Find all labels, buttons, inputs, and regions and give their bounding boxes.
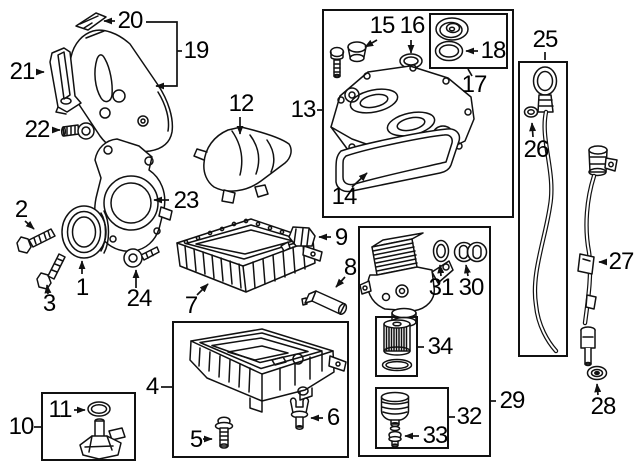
callout-11[interactable]: 11	[48, 396, 73, 423]
part-9-drawing	[280, 226, 316, 252]
callout-2[interactable]: 2	[14, 196, 28, 223]
part-1-drawing	[61, 205, 110, 259]
part-30-grommet-drawing	[453, 241, 488, 263]
callout-5[interactable]: 5	[189, 426, 203, 453]
callout-23[interactable]: 23	[173, 187, 200, 214]
leader-3	[44, 284, 52, 295]
callout-6[interactable]: 6	[326, 404, 340, 431]
callout-14[interactable]: 14	[331, 183, 358, 210]
part-31-oring-drawing	[432, 239, 450, 263]
leader-31	[437, 264, 445, 277]
part-20-drawing	[75, 12, 107, 31]
callout-17[interactable]: 17	[461, 71, 488, 98]
part-33-plug-drawing	[388, 430, 402, 448]
callout-1[interactable]: 1	[75, 274, 89, 301]
part-26-oring	[523, 106, 539, 118]
leader-17-dash	[467, 68, 473, 77]
box-filter-cap-32	[375, 387, 449, 449]
callout-32[interactable]: 32	[456, 403, 483, 430]
part-6-stud-drawing	[289, 397, 310, 430]
leader-30	[464, 264, 471, 277]
part-27-tube-drawing	[577, 145, 618, 367]
callout-25[interactable]: 25	[532, 26, 559, 53]
callout-16[interactable]: 16	[399, 12, 426, 39]
part-13-valve-cover-group	[329, 41, 475, 193]
callout-7[interactable]: 7	[184, 292, 198, 319]
callout-4[interactable]: 4	[145, 373, 159, 400]
box-valve-cover-13	[322, 9, 514, 218]
callout-22[interactable]: 22	[24, 116, 51, 143]
part-28-washer-drawing	[586, 365, 608, 381]
part-3-drawing	[36, 253, 66, 290]
part-21-drawing	[49, 47, 82, 115]
part-17-oil-cap-group	[434, 17, 469, 62]
part-10-sensor-group	[79, 401, 126, 460]
callout-12[interactable]: 12	[228, 90, 255, 117]
callout-29[interactable]: 29	[499, 387, 526, 414]
box-dipstick-25	[518, 61, 568, 357]
leader-2	[24, 220, 35, 230]
box-oil-cap-17	[429, 13, 508, 69]
part-24-drawing	[123, 246, 160, 268]
part-25-dipstick-drawing	[523, 66, 559, 354]
part-34-filter-element-drawing	[381, 319, 413, 372]
part-2-drawing	[16, 228, 56, 254]
box-lower-oil-pan-4	[172, 321, 349, 458]
part-12-drawing	[193, 126, 292, 204]
callout-19[interactable]: 19	[183, 37, 210, 64]
leader-14	[351, 172, 368, 188]
callout-15[interactable]: 15	[369, 12, 396, 39]
part-4-lower-pan-drawing	[189, 328, 347, 413]
part-housing-drawing	[359, 232, 454, 328]
leader-lines	[24, 17, 608, 443]
callout-21[interactable]: 21	[9, 58, 36, 85]
callout-28[interactable]: 28	[590, 393, 617, 420]
leader-7	[196, 283, 209, 296]
box-oil-filter-29	[358, 226, 491, 457]
part-23-drawing	[94, 138, 173, 252]
part-22-drawing	[60, 122, 95, 140]
leader-19-bracket	[146, 21, 178, 90]
leader-26	[529, 122, 537, 138]
callout-27[interactable]: 27	[608, 248, 635, 275]
callout-30[interactable]: 30	[458, 274, 485, 301]
group-boxes	[41, 9, 568, 461]
callout-24[interactable]: 24	[126, 285, 153, 312]
part-5-drain-plug-drawing	[214, 416, 234, 449]
callout-31[interactable]: 31	[428, 274, 455, 301]
leader-28	[594, 383, 602, 396]
callout-13[interactable]: 13	[290, 96, 317, 123]
leader-15	[364, 39, 378, 48]
callout-3[interactable]: 3	[42, 290, 56, 317]
callout-33[interactable]: 33	[422, 422, 449, 449]
leader-8	[335, 276, 346, 288]
callout-9[interactable]: 9	[334, 224, 348, 251]
callout-34[interactable]: 34	[427, 333, 454, 360]
part-8-drawing	[301, 290, 348, 315]
callout-26[interactable]: 26	[523, 136, 550, 163]
callout-10[interactable]: 10	[8, 413, 35, 440]
callout-18[interactable]: 18	[480, 37, 507, 64]
callout-20[interactable]: 20	[117, 7, 144, 34]
part-32-filter-cap-drawing	[380, 391, 410, 432]
callout-8[interactable]: 8	[343, 254, 357, 281]
